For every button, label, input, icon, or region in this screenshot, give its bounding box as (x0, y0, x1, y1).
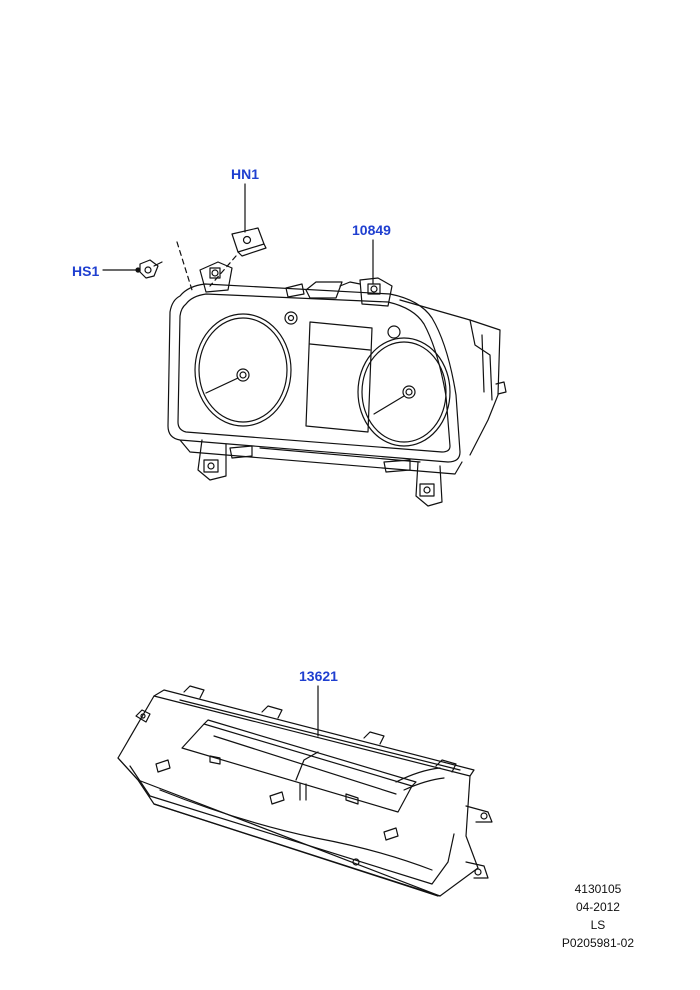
instrument-cluster (167, 261, 507, 507)
footer-model: LS (590, 918, 606, 932)
footer-code: 4130105 (574, 882, 622, 896)
screw-hs1 (139, 259, 163, 279)
leader-lines-upper (102, 183, 374, 285)
callout-hs1: HS1 (72, 263, 100, 279)
callout-13621: 13621 (299, 668, 338, 684)
footer-reference: 4130105 04-2012 LS P0205981-02 (562, 880, 634, 952)
assembly-lines (176, 241, 237, 291)
footer-date: 04-2012 (575, 900, 620, 914)
cluster-housing (117, 685, 493, 897)
clip-nut-hn1 (231, 227, 267, 257)
callout-10849: 10849 (352, 222, 391, 238)
footer-ref: P0205981-02 (561, 936, 634, 950)
callout-hn1: HN1 (231, 166, 260, 182)
